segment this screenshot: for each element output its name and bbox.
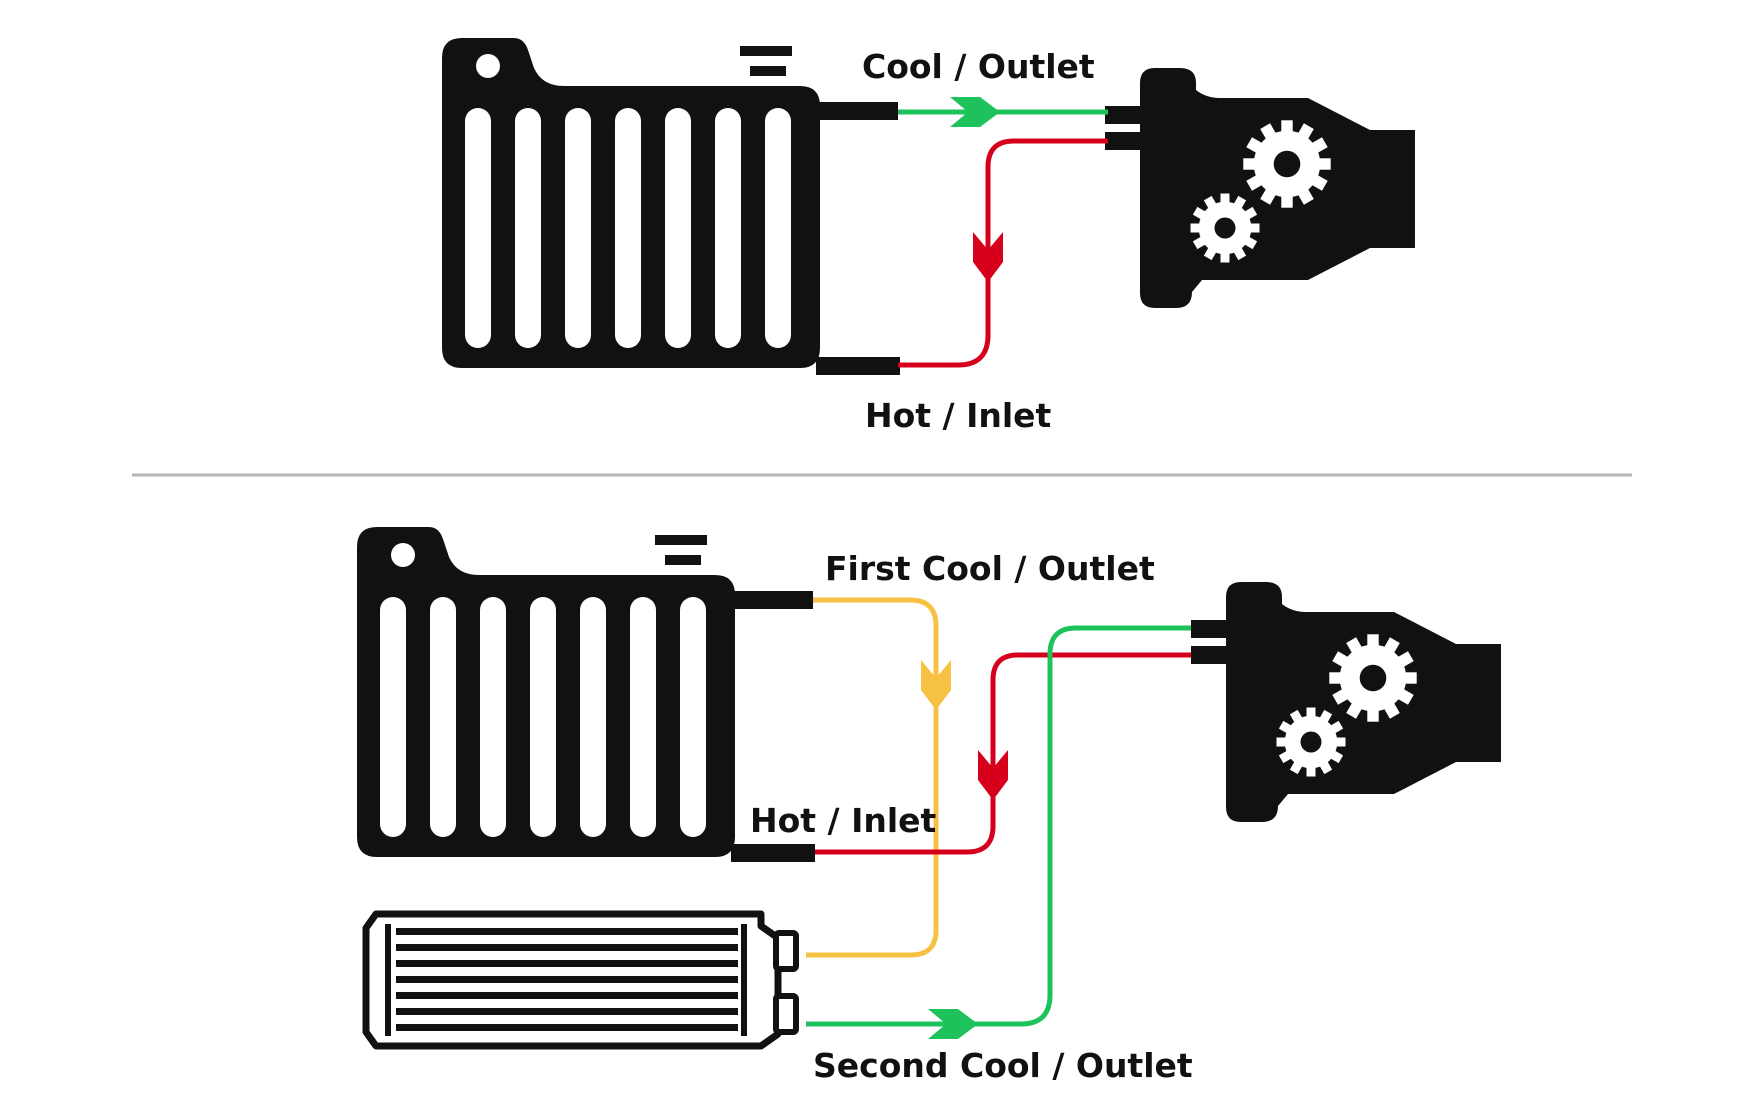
hot-inlet-line	[898, 138, 1108, 368]
second-cool-outlet-line	[806, 625, 1191, 1039]
engine-icon	[1191, 582, 1501, 822]
bottom-diagram: First Cool / Outlet Hot / Inlet Second C…	[357, 527, 1501, 1085]
first-cool-outlet-label: First Cool / Outlet	[825, 549, 1155, 588]
top-diagram: Cool / Outlet Hot / Inlet	[442, 38, 1415, 435]
first-cool-outlet-line	[806, 597, 951, 958]
hot-inlet-line	[815, 652, 1191, 855]
engine-icon	[1105, 68, 1415, 308]
oil-cooler-icon	[366, 914, 796, 1046]
hot-inlet-label: Hot / Inlet	[865, 396, 1052, 435]
cool-outlet-label: Cool / Outlet	[862, 47, 1095, 86]
cool-outlet-line	[898, 97, 1108, 127]
radiator-icon	[357, 527, 815, 862]
hot-inlet-label: Hot / Inlet	[750, 801, 937, 840]
radiator-icon	[442, 38, 900, 375]
second-cool-outlet-label: Second Cool / Outlet	[813, 1046, 1193, 1085]
